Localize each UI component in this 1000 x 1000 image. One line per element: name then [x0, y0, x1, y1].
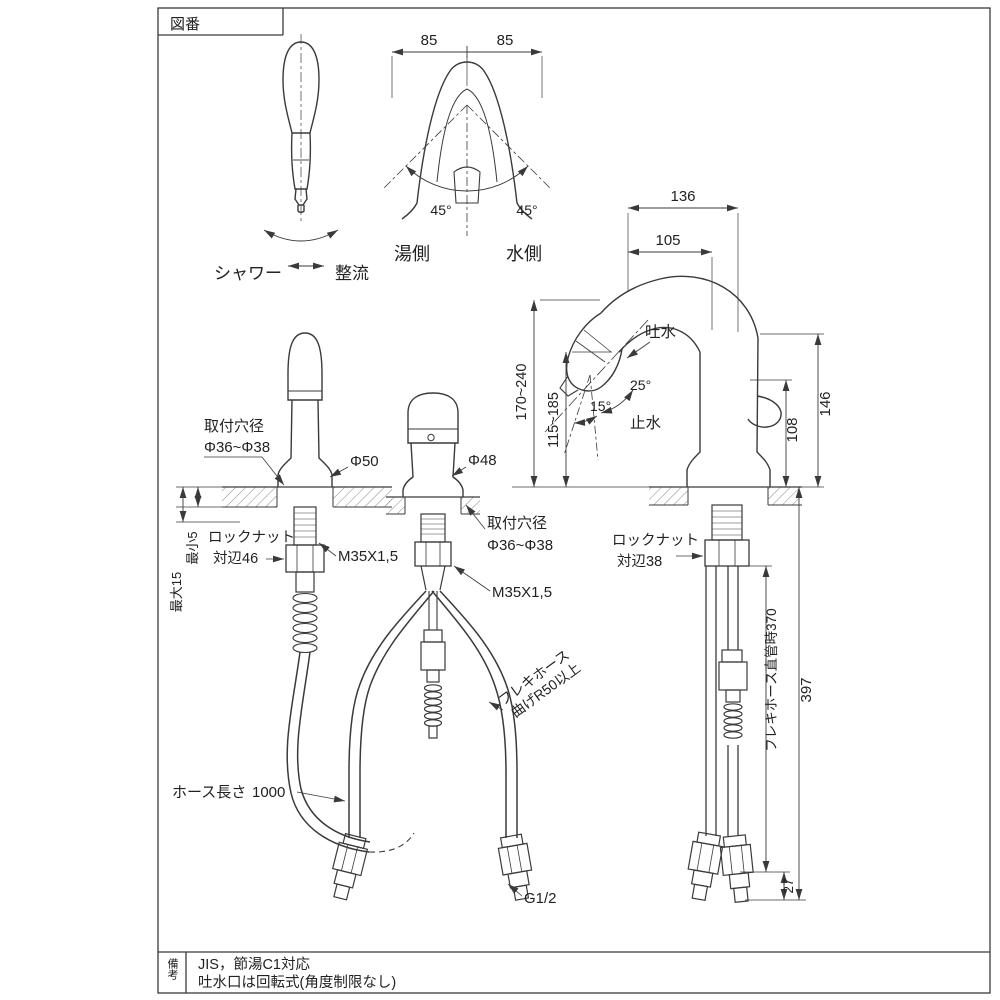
- center-front-view: [331, 392, 533, 901]
- threaded-shank: [420, 513, 446, 543]
- dim-phi50: Φ50: [350, 453, 379, 470]
- spray-head-view: [263, 34, 339, 270]
- inline-valve: [420, 629, 446, 739]
- locknut-size-right: 対辺38: [617, 553, 662, 570]
- deck-hatch-right: [461, 497, 480, 514]
- shower-label: シャワー: [214, 264, 282, 283]
- spout-outer: [600, 275, 759, 339]
- thread-spec-center: M35X1,5: [492, 584, 552, 601]
- thread-spec-left: M35X1,5: [338, 548, 398, 565]
- angle-arc-15: [573, 415, 598, 426]
- mount-hole-dia-center: Φ36~Φ38: [487, 537, 553, 554]
- stream-line-1: [589, 374, 599, 461]
- left-side-view: [176, 332, 415, 853]
- deck-hatch-left: [222, 487, 277, 507]
- hose-length-value: 1000: [252, 784, 285, 801]
- dim-phi48: Φ48: [468, 452, 497, 469]
- cold-side-label: 水側: [506, 244, 542, 264]
- angle-45-left: 45°: [430, 202, 451, 218]
- deck-hatch-right: [768, 487, 802, 505]
- mounting-nut: [414, 541, 452, 567]
- angle-arc-25: [600, 389, 634, 414]
- laminar-label: 整流: [335, 264, 369, 283]
- flex-hose-note: フレキホース 曲げR50以上: [495, 647, 583, 721]
- hot-side-label: 湯側: [394, 244, 430, 264]
- dim-deck-max: 最大15: [169, 572, 184, 612]
- remarks-line-1: JIS，節湯C1対応: [198, 955, 310, 973]
- hose-length-label: ホース長さ: [172, 784, 246, 801]
- angle-arc-right: [466, 165, 529, 192]
- angle-arc-left: [405, 165, 468, 192]
- dim-136: 136: [670, 188, 695, 205]
- leader-flex-hose: [488, 701, 504, 711]
- locknut-label-right: ロックナット: [612, 532, 699, 549]
- dim-deck-min: 最小5: [185, 531, 200, 564]
- right-side-view: [512, 204, 824, 903]
- dim-27: 27: [781, 878, 796, 893]
- hose-fitting-left: [331, 832, 369, 901]
- head-axis-line: [544, 319, 649, 433]
- leader-phi50: [329, 466, 349, 478]
- supply-hoses: [705, 566, 739, 836]
- leader-g12: [507, 883, 523, 897]
- leader-mount-hole: [465, 504, 486, 530]
- deck-hatch-right: [333, 487, 392, 507]
- dim-105: 105: [655, 232, 680, 249]
- leader-thread: [453, 565, 491, 592]
- hose-fitting-right: [719, 834, 754, 903]
- hose-curve-dashed: [368, 832, 415, 853]
- mount-hole-label-left: 取付穴径: [204, 418, 264, 435]
- supply-hose-right: [439, 590, 518, 838]
- inline-valve: [718, 649, 748, 739]
- drawing-number-label: 図番: [170, 16, 200, 33]
- spout-inner: [618, 326, 701, 353]
- lock-nut: [704, 539, 750, 567]
- dim-flex-straight-370: フレキホース直管時370: [764, 608, 779, 751]
- hose-curve: [286, 651, 370, 853]
- stop-label: 止水: [630, 414, 662, 432]
- dim-85-left: 85: [421, 32, 438, 49]
- dim-85-right: 85: [497, 32, 514, 49]
- leader-discharge: [626, 341, 651, 359]
- lever-handle: [747, 395, 782, 428]
- dim-108: 108: [784, 417, 801, 442]
- mount-hole-dia-left: Φ36~Φ38: [204, 439, 270, 456]
- dim-146: 146: [817, 391, 834, 416]
- supply-hose-left: [348, 590, 427, 838]
- front-spout-view: [382, 46, 552, 236]
- lock-nut: [285, 544, 325, 573]
- hose-fitting-left: [687, 831, 724, 902]
- angle-45-right: 45°: [516, 202, 537, 218]
- mount-hole-label-center: 取付穴径: [487, 515, 547, 532]
- angle-25: 25°: [630, 377, 651, 393]
- remarks-label: 備考: [166, 958, 179, 981]
- deck-hatch-left: [649, 487, 688, 505]
- deck-hatch-left: [386, 497, 405, 514]
- leader-thread: [318, 542, 337, 557]
- pullout-head: [565, 312, 623, 392]
- dim-397: 397: [798, 677, 815, 702]
- remarks-line-2: 吐水口は回転式(角度制限なし): [198, 974, 396, 991]
- connection-thread-g12: G1/2: [524, 890, 557, 907]
- dim-115-185: 115~185: [546, 392, 562, 448]
- locknut-label-left: ロックナット: [208, 529, 295, 546]
- dim-170-240: 170~240: [514, 364, 530, 421]
- body-right: [756, 337, 771, 487]
- rotation-arrow: [263, 229, 339, 242]
- leader-mount-hole: [204, 456, 285, 486]
- spring-coil: [292, 592, 318, 654]
- discharge-label: 吐水: [645, 323, 677, 341]
- angle-15: 15°: [590, 398, 611, 414]
- dial-mark: [427, 433, 435, 442]
- drawing-frame: [157, 7, 991, 994]
- leader-phi48: [451, 466, 467, 477]
- hose-fitting-right: [497, 833, 533, 901]
- locknut-size-left: 対辺46: [213, 550, 258, 567]
- leader-hose-length: [296, 791, 346, 803]
